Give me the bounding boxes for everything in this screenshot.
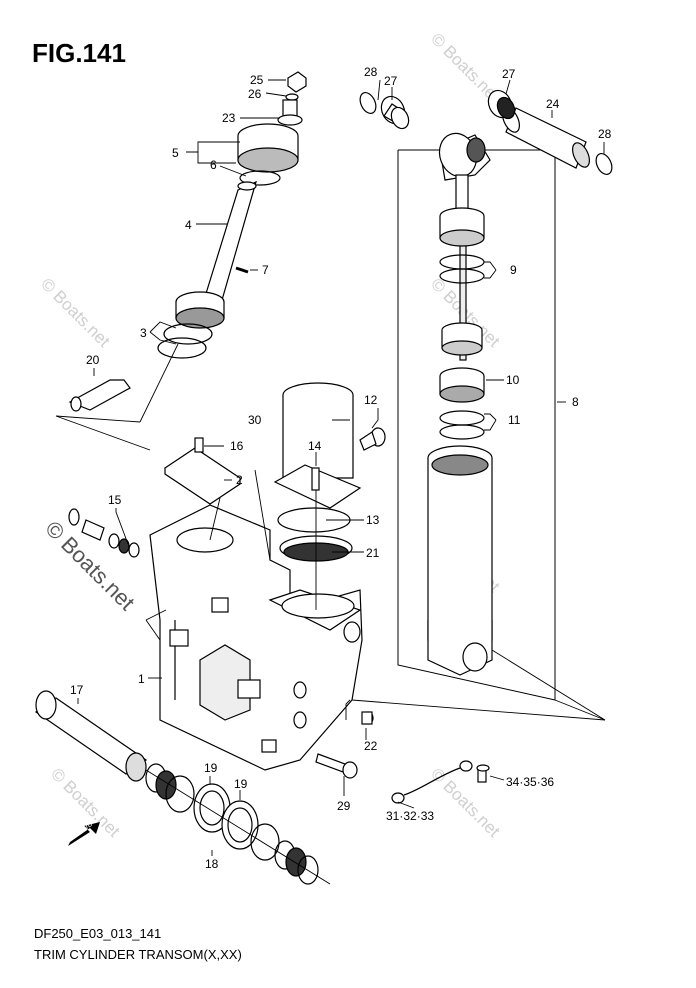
label-23: 23	[222, 111, 236, 125]
label-6: 6	[210, 158, 217, 172]
label-9: 9	[510, 263, 517, 277]
label-14: 14	[308, 439, 322, 453]
label-21: 21	[366, 546, 380, 560]
label-29: 29	[337, 799, 351, 813]
label-11: 11	[508, 413, 521, 427]
bushing-27-right	[487, 89, 516, 120]
reservoir-30	[273, 382, 362, 509]
cylinder-rod-assembly	[427, 132, 493, 676]
label-28-right: 28	[598, 127, 612, 141]
ring-28	[359, 92, 613, 175]
bolt-29	[315, 753, 358, 779]
o-rings-13-21	[277, 507, 353, 562]
label-18: 18	[205, 857, 219, 871]
label-30: 30	[248, 413, 262, 427]
leader-lines	[55, 79, 606, 885]
footer-diagram-code: DF250_E03_013_141	[34, 926, 162, 941]
label-19-left: 19	[204, 761, 218, 775]
label-20: 20	[86, 353, 100, 367]
label-12: 12	[364, 393, 378, 407]
ground-lead	[391, 760, 490, 804]
label-2: 2	[236, 473, 243, 487]
shaft-17	[34, 690, 148, 782]
label-3: 3	[140, 326, 147, 340]
label-4: 4	[185, 218, 192, 232]
label-1: 1	[138, 672, 145, 686]
fwd-arrow-icon: FWD	[68, 821, 100, 846]
label-24: 24	[546, 97, 560, 111]
bushing-27-left	[380, 95, 410, 130]
label-28-left: 28	[364, 65, 378, 79]
label-27-left: 27	[384, 74, 398, 88]
label-16: 16	[230, 439, 244, 453]
label-10: 10	[506, 373, 520, 387]
label-22: 22	[364, 739, 378, 753]
label-25: 25	[250, 73, 264, 87]
watermark-text: © Boats.net	[427, 764, 504, 841]
label-19-right: 19	[234, 777, 248, 791]
watermark-text: © Boats.net	[37, 274, 114, 351]
label-31-32-33: 31·32·33	[386, 809, 434, 823]
label-5: 5	[172, 146, 179, 160]
label-15: 15	[108, 493, 122, 507]
ring-set-18-19	[145, 763, 319, 885]
cover-plate-2	[163, 437, 242, 505]
valve-15	[68, 508, 140, 558]
valve-20	[68, 379, 131, 412]
figure-title: FIG.141	[32, 38, 126, 68]
label-13: 13	[366, 513, 380, 527]
label-27-right: 27	[502, 67, 516, 81]
label-26: 26	[248, 87, 262, 101]
label-34-35-36: 34·35·36	[506, 775, 554, 789]
trim-body-1	[149, 504, 363, 771]
pin-24	[502, 107, 590, 169]
label-17: 17	[70, 683, 84, 697]
footer-diagram-title: TRIM CYLINDER TRANSOM(X,XX)	[34, 947, 242, 962]
reservoir-stack	[157, 71, 307, 359]
label-7: 7	[262, 263, 269, 277]
bolt-22	[361, 711, 374, 725]
bolt-12	[359, 427, 386, 451]
label-8: 8	[572, 395, 579, 409]
part-labels: 25 26 23 5 6 4 7 3 20 28 27 27 24 28 9 1…	[70, 65, 612, 871]
